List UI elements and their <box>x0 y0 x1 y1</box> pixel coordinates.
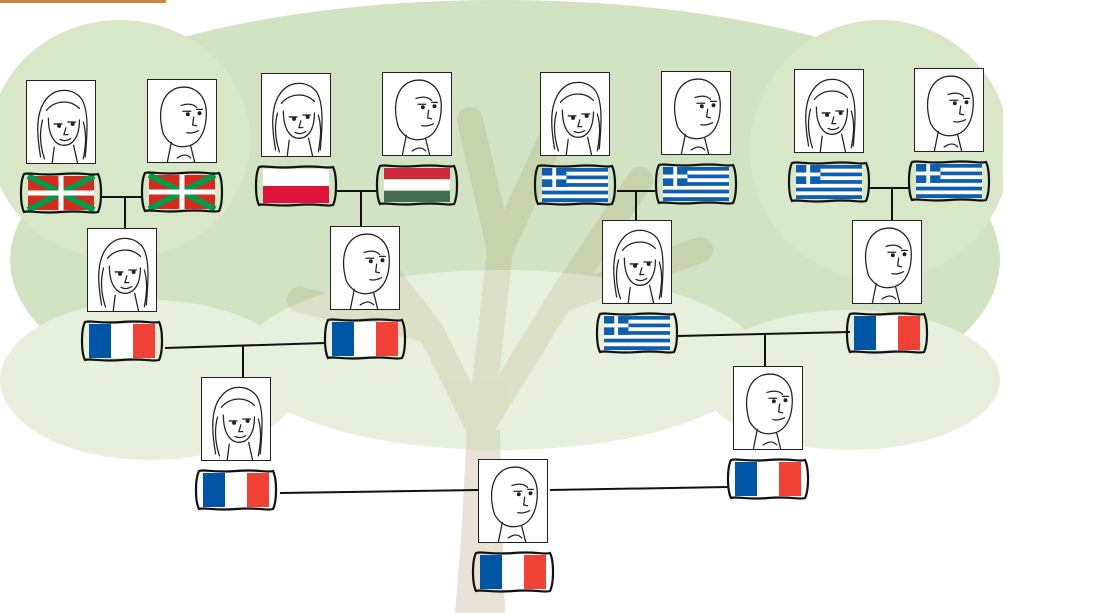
man-portrait <box>852 220 922 304</box>
basque-flag <box>18 170 104 216</box>
person-g0-1 <box>470 459 556 595</box>
france-flag <box>322 316 408 362</box>
man-portrait <box>147 79 217 163</box>
person-g3-3 <box>253 73 339 209</box>
person-g1-1 <box>193 377 279 513</box>
man-portrait <box>478 459 548 543</box>
hungary-flag <box>374 162 460 208</box>
person-g2-4 <box>844 220 930 356</box>
man-portrait <box>661 71 731 155</box>
person-g3-5 <box>532 72 618 208</box>
person-g2-3 <box>594 220 680 356</box>
person-g3-8 <box>906 68 992 204</box>
man-portrait <box>914 68 984 152</box>
france-flag <box>193 467 279 513</box>
person-g3-7 <box>786 69 872 205</box>
person-g2-2 <box>322 226 408 362</box>
basque-flag <box>139 169 225 215</box>
person-g3-1 <box>18 80 104 216</box>
woman-portrait <box>602 220 672 304</box>
france-flag <box>725 456 811 502</box>
greece-flag <box>532 162 618 208</box>
woman-portrait <box>540 72 610 156</box>
man-portrait <box>330 226 400 310</box>
person-g3-4 <box>374 72 460 208</box>
woman-portrait <box>87 228 157 312</box>
greece-flag <box>594 310 680 356</box>
person-g3-2 <box>139 79 225 215</box>
man-portrait <box>382 72 452 156</box>
greece-flag <box>653 161 739 207</box>
woman-portrait <box>201 377 271 461</box>
france-flag <box>470 549 556 595</box>
woman-portrait <box>261 73 331 157</box>
woman-portrait <box>26 80 96 164</box>
person-g1-2 <box>725 366 811 502</box>
woman-portrait <box>794 69 864 153</box>
france-flag <box>79 318 165 364</box>
greece-flag <box>906 158 992 204</box>
poland-flag <box>253 163 339 209</box>
france-flag <box>844 310 930 356</box>
person-g2-1 <box>79 228 165 364</box>
greece-flag <box>786 159 872 205</box>
corner-tab <box>0 0 166 3</box>
man-portrait <box>733 366 803 450</box>
person-g3-6 <box>653 71 739 207</box>
